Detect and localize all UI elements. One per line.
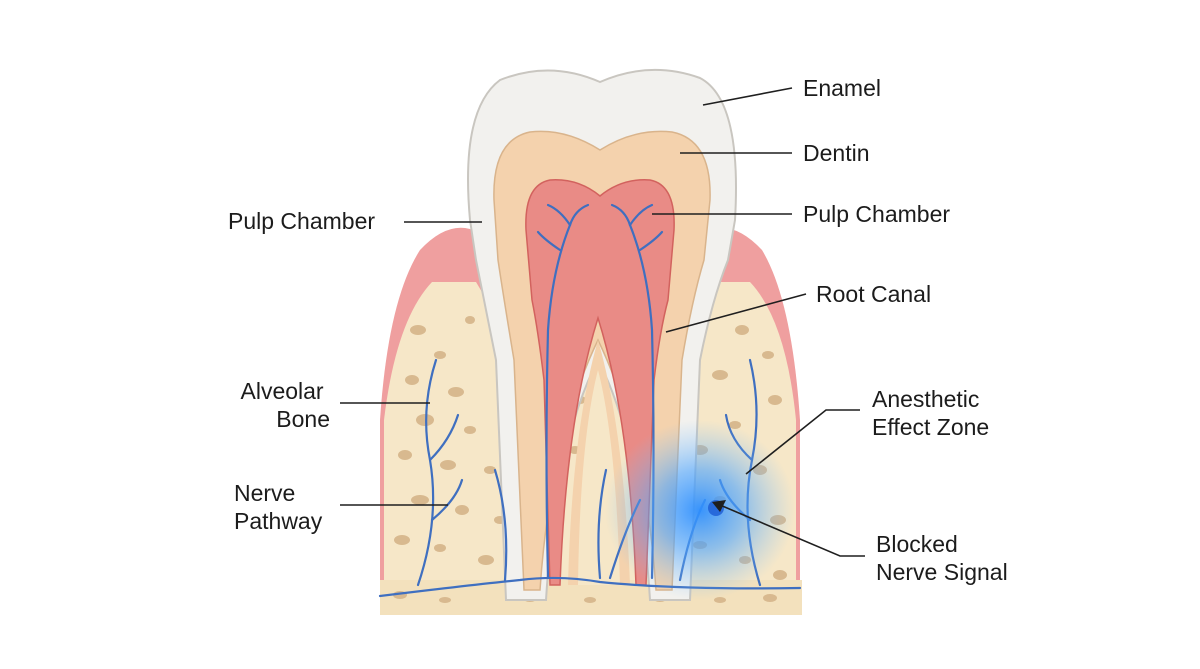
label-nerve-pathway: Nerve Pathway	[234, 480, 323, 534]
label-enamel: Enamel	[803, 75, 881, 101]
label-root-canal: Root Canal	[816, 281, 931, 307]
label-blocked-signal: Blocked Nerve Signal	[876, 531, 1008, 585]
anesthetic-zone	[605, 420, 795, 600]
label-pulp-chamber-left: Pulp Chamber	[228, 208, 375, 234]
leader-lines	[340, 87, 865, 557]
label-alveolar-bone: Alveolar Bone	[241, 378, 331, 432]
label-pulp-chamber-right: Pulp Chamber	[803, 201, 950, 227]
label-anesthetic-zone: Anesthetic Effect Zone	[872, 386, 989, 440]
label-dentin: Dentin	[803, 140, 869, 166]
arrowhead-icon	[712, 500, 726, 512]
